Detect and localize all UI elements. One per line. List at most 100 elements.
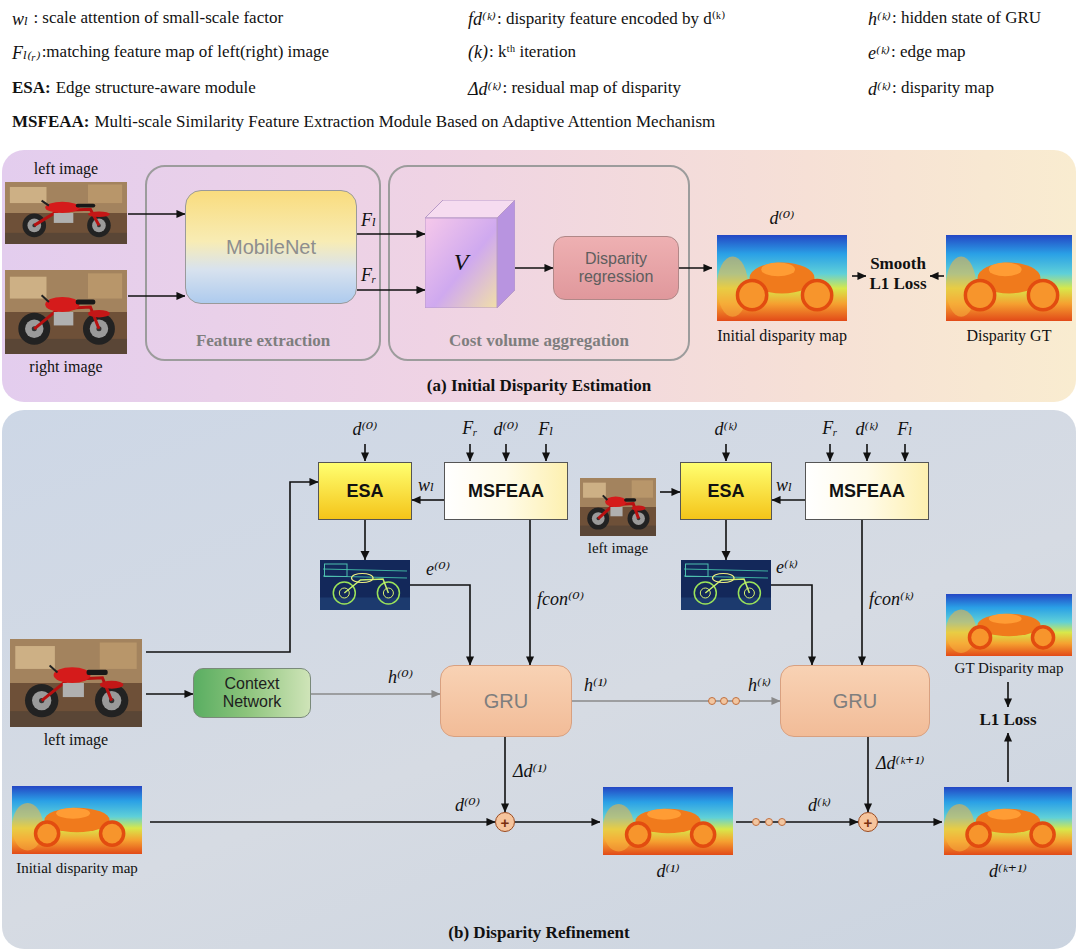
edge-map-tank [352,574,374,583]
disparity-object [647,808,681,819]
node-text: Initial disparity map [16,860,138,877]
photo-wall [5,182,127,213]
node-text: left image [34,160,98,178]
signal-label: Fₗ [538,418,553,440]
photo-box [10,277,47,299]
disparity-object [988,808,1021,819]
disparity-wheel [969,627,990,648]
node-text: GRU [484,690,528,713]
edge-label: wₗ [418,474,434,496]
legend-symbol: (k) [468,42,488,63]
legend-symbol: Δd⁽ᵏ⁾ [468,78,501,100]
motorcycle-seat [624,499,636,502]
ellipsis-dot [753,819,760,826]
input-arrow [725,444,727,461]
input-image: left image [6,636,146,752]
motorcycle-tank [45,297,79,312]
motorcycle-tank [605,497,626,507]
input-image: right image [4,266,128,380]
node-text: (b) Disparity Refinement [448,923,629,943]
ellipsis-dot [779,819,786,826]
node-text: ESA [707,481,744,502]
edge-label: Fᵣ [361,265,376,286]
input-arrow [505,444,507,461]
ellipsis-dot [733,698,740,705]
signal-label: Fᵣ [462,418,477,439]
signal-label: Fₗ [897,418,912,440]
disparity-ground [944,787,1072,855]
signal-label: Fᵣ [822,418,837,439]
edge-map-line [323,569,407,571]
node-text: left image [588,540,648,557]
edge-label: h⁽¹⁾ [584,674,607,696]
disparity-ground [946,594,1072,656]
legend-symbol: d⁽ᵏ⁾ [868,78,891,100]
legend-text: : edge map [891,42,966,62]
arrow-head [361,551,370,560]
photo-background [5,270,127,354]
legend-text: : residual map of disparity [502,78,680,98]
signal-label: d⁽ᵏ⁾ [715,418,738,440]
edge-label: e⁽ᵏ⁾ [776,556,798,578]
edge-map-frame [705,579,749,593]
photo-box [583,483,606,498]
motorcycle-handlebar [42,201,49,206]
edge-label: fcon⁽ᵏ⁾ [869,588,914,610]
cube-side [497,200,515,308]
stereo-photo [580,478,656,536]
sum-circle: + [495,812,515,832]
disparity-wheel [1032,627,1053,648]
input-arrow [829,444,831,461]
flow-arrow [146,482,318,652]
gru-box: GRU [780,665,930,737]
module-group: Cost volume aggregationVDisparity regres… [388,165,690,361]
photo-background [5,182,127,244]
legend-symbol: Fₗ₍ᵣ₎ [12,42,41,64]
disparity-wheel [1031,823,1054,846]
edge-map-ground [681,560,771,610]
node-text: GT Disparity map [955,660,1064,677]
disparity-image [603,787,733,855]
cube-front [425,218,497,308]
flow-arrow [572,700,780,702]
gru-box: GRU [440,665,572,737]
motorcycle-fender [632,506,646,511]
node-text: MSFEAA [829,481,905,502]
legend-symbol: h⁽ᵏ⁾ [868,8,891,30]
input-image: left image [576,470,660,566]
legend-symbol: fd⁽ᵏ⁾ [468,8,496,30]
motorcycle-handlebar [42,295,49,302]
motorcycle-engine [63,683,84,697]
disparity-wheel [967,823,990,846]
photo-box [88,273,122,298]
disparity-wheel [36,822,59,845]
edge-map-line [686,564,709,577]
flow-arrow [852,275,866,277]
motorcycle-seat [87,670,108,675]
flow-arrow [1007,682,1009,707]
edge-map-line [325,564,348,577]
disparity-map: GT Disparity map [944,590,1074,682]
flow-arrow [128,295,185,297]
disparity-image [12,786,142,854]
flow-arrow [357,289,425,291]
flow-arrow [878,821,942,823]
disparity-object [989,614,1022,624]
node-text: Disparity GT [967,327,1052,345]
stereo-photo [10,639,142,727]
flow-arrow [311,693,440,695]
photo-wall [5,270,127,312]
motorcycle-seat [76,299,96,304]
panel-band: (b) Disparity Refinement ESA MSFEAA left im… [2,410,1076,949]
edge-label: fcon⁽⁰⁾ [537,588,584,610]
cube-shape [425,200,515,308]
legend-text: :matching feature map of left(right) ima… [42,42,329,62]
motorcycle-fender [88,310,110,318]
photo-wall [580,478,656,507]
motorcycle-tank [45,202,79,213]
flow-arrow [357,233,425,235]
node-text: d⁽⁰⁾ [769,207,794,229]
disparity-wheel [965,280,994,309]
disparity-wheel [627,823,650,846]
flow-arrow [930,275,944,277]
